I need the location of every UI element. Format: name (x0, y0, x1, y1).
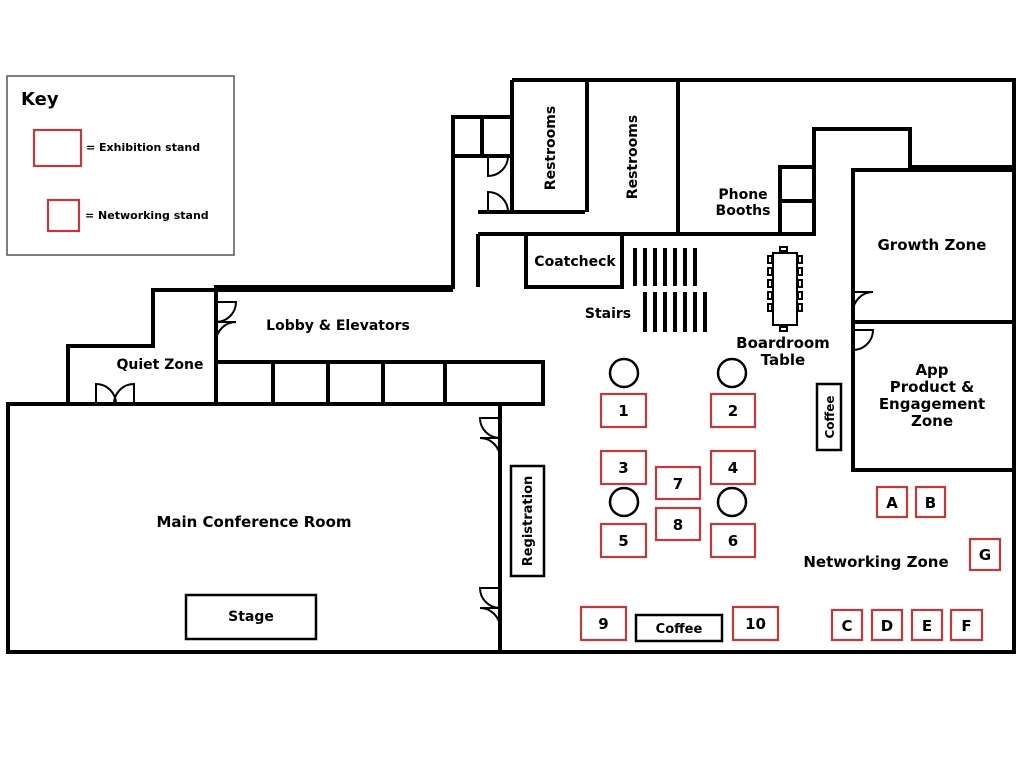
exhibition-stand-8[interactable]: 8 (654, 506, 702, 542)
stand-label: F (961, 617, 971, 635)
networking-stand-d[interactable]: D (870, 608, 904, 642)
key-networking-swatch (46, 198, 81, 233)
stand-label: 6 (728, 532, 738, 550)
stand-label: 7 (673, 475, 683, 493)
stand-label: 2 (728, 402, 738, 420)
registration-label: Registration (521, 476, 536, 567)
networking-stand-a[interactable]: A (875, 485, 909, 519)
stand-label: C (841, 617, 852, 635)
exhibition-stand-4[interactable]: 4 (709, 449, 757, 486)
registration-desk (509, 464, 546, 578)
stand-label: 4 (728, 459, 738, 477)
networking-stands: A B C D E F G (830, 485, 1002, 642)
stairs-label: Stairs (585, 306, 631, 322)
room-labels: Restrooms Restrooms Phone Booths Coatche… (117, 106, 987, 637)
stand-label: 5 (618, 532, 628, 550)
coffee-vertical-label: Coffee (823, 395, 837, 438)
stand-label: 1 (618, 402, 628, 420)
walls (6, 78, 1016, 654)
app-zone-label-line4: Zone (911, 412, 953, 430)
growth-zone-label: Growth Zone (878, 236, 987, 254)
coatcheck-label: Coatcheck (534, 254, 616, 270)
networking-stand-g[interactable]: G (968, 537, 1002, 572)
app-zone-label-line3: Engagement (879, 395, 985, 413)
stage (184, 593, 318, 641)
exhibition-stand-2[interactable]: 2 (709, 392, 757, 429)
networking-stand-b[interactable]: B (914, 485, 947, 519)
key-exhibition-swatch (32, 128, 83, 168)
stand-label: 8 (673, 516, 683, 534)
coffee-station-horizontal (634, 613, 724, 643)
app-zone-label-line1: App (915, 361, 948, 379)
lobby-label: Lobby & Elevators (266, 318, 410, 334)
stand-label: B (925, 494, 936, 512)
stand-label: G (979, 546, 991, 564)
boardroom-label-line2: Table (761, 351, 805, 369)
map-key: Key = Exhibition stand = Networking stan… (6, 75, 235, 256)
phone-booths-label-line2: Booths (716, 203, 771, 219)
key-title: Key (21, 89, 59, 110)
app-zone-label-line2: Product & (890, 378, 974, 396)
key-exhibition-label: = Exhibition stand (86, 141, 200, 154)
exhibition-stand-3[interactable]: 3 (599, 449, 648, 486)
key-networking-label: = Networking stand (85, 209, 209, 222)
exhibition-stands: 1 2 3 4 5 6 7 8 (579, 392, 780, 642)
stand-label: D (881, 617, 893, 635)
quiet-zone-label: Quiet Zone (117, 357, 204, 373)
networking-stand-e[interactable]: E (910, 608, 944, 642)
stand-label: A (886, 494, 898, 512)
stand-label: 10 (745, 615, 766, 633)
coffee-station-vertical (815, 382, 843, 452)
stand-label: 9 (598, 615, 608, 633)
networking-stand-f[interactable]: F (949, 608, 984, 642)
exhibition-stand-5[interactable]: 5 (599, 522, 648, 559)
coatcheck-room (524, 232, 624, 289)
networking-stand-c[interactable]: C (830, 608, 864, 642)
coffee-horizontal-label: Coffee (656, 622, 703, 637)
restrooms-label-2: Restrooms (625, 115, 641, 199)
stand-label: E (922, 617, 932, 635)
exhibition-stand-1[interactable]: 1 (599, 392, 648, 429)
boardroom-table-graphic (767, 246, 803, 332)
exhibition-stand-9[interactable]: 9 (579, 605, 628, 642)
stand-label: 3 (618, 459, 628, 477)
doors (95, 155, 875, 629)
round-tables (608, 357, 748, 518)
restrooms-label-1: Restrooms (543, 106, 559, 190)
main-conference-room-label: Main Conference Room (156, 513, 351, 531)
boardroom-label-line1: Boardroom (736, 334, 830, 352)
exhibition-stand-6[interactable]: 6 (709, 522, 757, 559)
phone-booths-label-line1: Phone (718, 187, 767, 203)
elevator-bank (214, 360, 545, 406)
exhibition-stand-10[interactable]: 10 (731, 605, 780, 642)
stage-label: Stage (228, 609, 274, 625)
exhibition-stand-7[interactable]: 7 (654, 465, 702, 501)
networking-zone-label: Networking Zone (803, 553, 948, 571)
stairs-graphic (633, 248, 707, 332)
